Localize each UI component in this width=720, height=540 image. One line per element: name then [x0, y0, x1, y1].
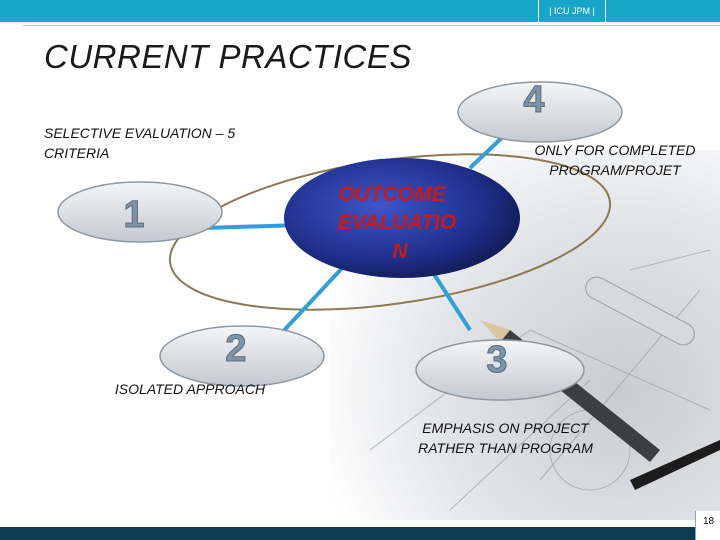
node-4: 4	[457, 79, 623, 143]
node-2-disc	[159, 325, 325, 387]
svg-text:OUTCOME EVALUATIO: OUTCOME EVALUATIO N	[338, 183, 462, 263]
center-label-line-2: EVALUATIO	[338, 211, 456, 234]
page-number: 18	[695, 511, 720, 540]
node-3: 3	[415, 339, 585, 401]
node-4-number: 4	[523, 79, 544, 121]
node-3-caption: EMPHASIS ON PROJECT RATHER THAN PROGRAM	[418, 420, 593, 456]
node-4-caption: ONLY FOR COMPLETED PROGRAM/PROJET	[534, 142, 696, 178]
header-tag: | ICU JPM |	[538, 0, 606, 22]
node-2-number: 2	[225, 328, 246, 370]
node-2: 2	[159, 325, 325, 387]
center-label-line-1: OUTCOME	[338, 183, 446, 206]
node-1-disc	[57, 181, 223, 243]
pen-icon	[585, 276, 720, 490]
node-3-number: 3	[486, 339, 507, 381]
center-label-line-3: N	[392, 240, 408, 263]
center-disc	[284, 158, 520, 278]
node-2-caption: ISOLATED APPROACH	[114, 381, 266, 397]
node-1-number: 1	[123, 194, 144, 236]
top-rule	[22, 25, 720, 26]
node-1: 1	[57, 181, 223, 243]
node-3-disc	[415, 339, 585, 401]
top-bar: | ICU JPM |	[0, 0, 720, 22]
center-node: OUTCOME EVALUATIO N	[284, 158, 520, 278]
slide-title: CURRENT PRACTICES	[44, 38, 412, 75]
node-1-caption: SELECTIVE EVALUATION – 5 CRITERIA	[44, 125, 236, 161]
bottom-bar	[0, 527, 720, 540]
node-4-disc	[457, 81, 623, 143]
